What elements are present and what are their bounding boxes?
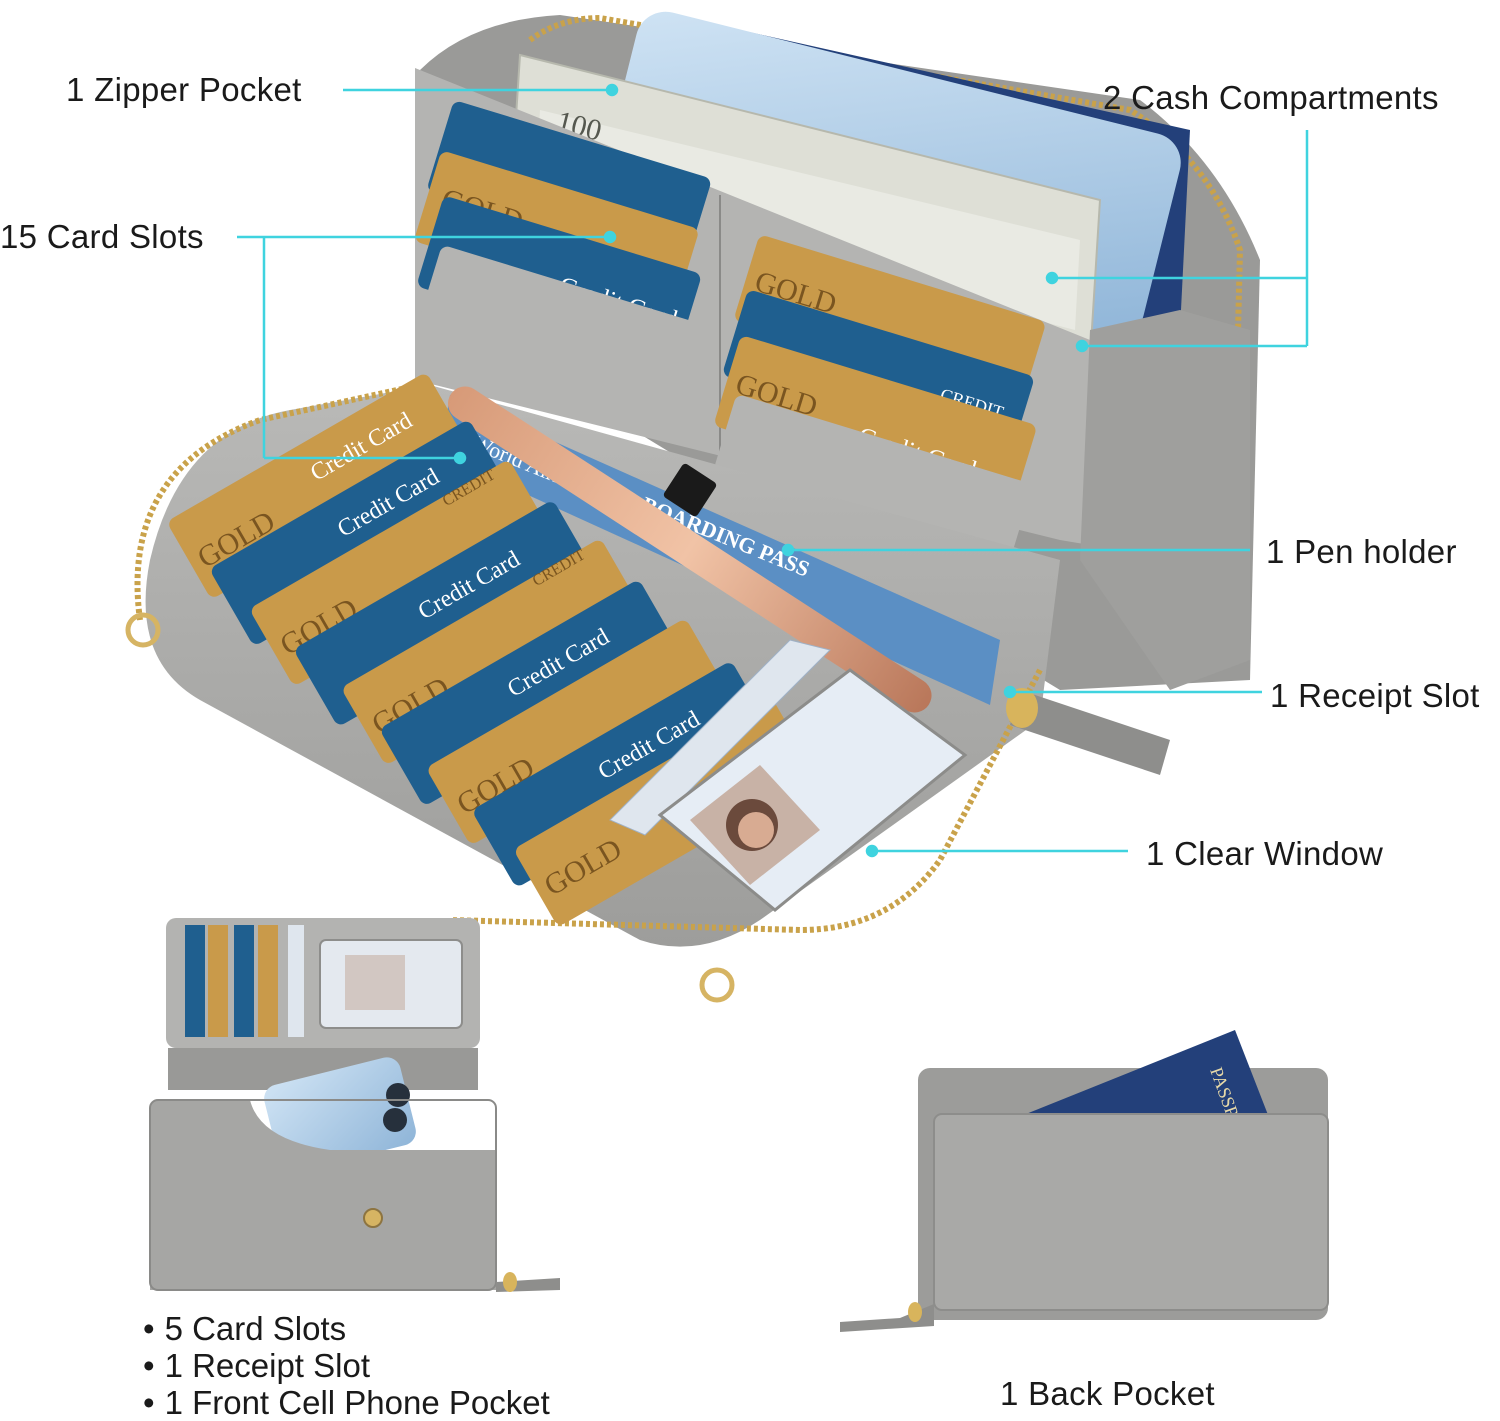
upper-left-cards: GOLD Credit Card Credit Card	[415, 101, 711, 399]
back-view-wallet: PASSPORT	[840, 1030, 1329, 1332]
card	[381, 581, 681, 804]
back-pocket	[933, 1113, 1329, 1311]
card	[420, 246, 699, 399]
license-card	[609, 639, 831, 836]
label-back-pocket: 1 Back Pocket	[1000, 1375, 1215, 1412]
feature-item: 1 Front Cell Phone Pocket	[143, 1384, 550, 1421]
d-ring-bottom	[699, 967, 735, 1003]
card	[169, 374, 469, 597]
front-phone	[264, 1057, 416, 1173]
clear-window	[657, 668, 968, 912]
card	[428, 620, 728, 843]
front-view-wallet	[149, 918, 560, 1292]
right-gusset	[1080, 310, 1250, 690]
callout-lines	[237, 83, 1309, 858]
front-feature-list: 5 Card Slots 1 Receipt Slot 1 Front Cell…	[143, 1310, 550, 1421]
zipper-pull	[1010, 690, 1170, 775]
d-ring-left	[125, 612, 161, 648]
pen-holder	[447, 386, 932, 713]
card	[251, 461, 551, 684]
snap-button	[363, 1208, 383, 1228]
label-clear-window: 1 Clear Window	[1146, 835, 1384, 872]
feature-item: 5 Card Slots	[143, 1310, 550, 1347]
label-cash-compartments: 2 Cash Compartments	[1103, 79, 1439, 116]
card	[715, 395, 1032, 559]
upper-right-cards: GOLD CREDIT GOLD Credit Card CREDIT	[715, 236, 1045, 559]
label-receipt-slot: 1 Receipt Slot	[1270, 677, 1480, 714]
card	[295, 502, 595, 725]
front-pocket	[150, 1100, 496, 1290]
open-wallet: 100 GOLD Credit Card Credit Card	[125, 11, 1260, 1003]
lower-zipper	[134, 382, 1043, 934]
label-pen-holder: 1 Pen holder	[1266, 533, 1457, 570]
label-zipper-pocket: 1 Zipper Pocket	[66, 71, 302, 108]
feature-item: 1 Receipt Slot	[143, 1347, 550, 1384]
label-card-slots: 15 Card Slots	[0, 218, 204, 255]
